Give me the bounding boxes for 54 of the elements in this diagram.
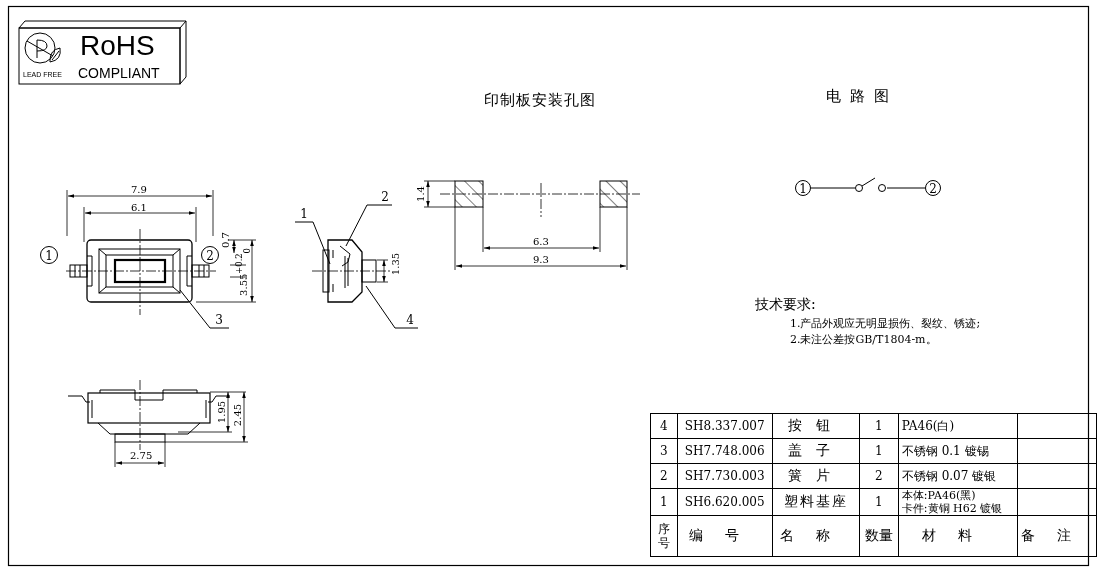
dimension-value: 6.3 xyxy=(533,237,549,247)
material-text: PA46(白) xyxy=(901,417,956,435)
callout-number: 3 xyxy=(213,314,225,327)
note-text: 2.未注公差按GB/T1804-m。 xyxy=(790,334,937,345)
part-name: 塑料基座 xyxy=(782,493,849,511)
dimension-value: 0.7 xyxy=(221,232,231,248)
note-heading: 技术要求: xyxy=(755,297,816,311)
material-text: 卡件:黄铜 H62 镀银 xyxy=(901,502,1004,515)
view-title: 电路图 xyxy=(826,89,898,104)
column-header: 名称 xyxy=(778,527,853,545)
material-text: 不锈钢 0.1 镀锡 xyxy=(901,442,990,460)
dimension-value: 1.95 xyxy=(217,400,227,424)
rohs-text: RoHS xyxy=(80,32,155,60)
leader-line xyxy=(345,204,393,247)
dimension-value: 9.3 xyxy=(533,255,549,265)
connection-line xyxy=(886,187,926,189)
callout-number: 4 xyxy=(404,314,416,327)
quantity: 1 xyxy=(873,495,884,509)
column-header: 编号 xyxy=(687,527,762,545)
part-number: SH7.730.003 xyxy=(683,469,766,483)
dimension-value: 6.1 xyxy=(131,203,147,213)
part-number: SH6.620.005 xyxy=(683,495,766,509)
dimension-value: 1.4 xyxy=(416,186,426,202)
part-name: 按钮 xyxy=(786,417,845,435)
part-number: SH7.748.006 xyxy=(683,444,766,458)
part-name: 簧片 xyxy=(786,467,845,485)
dimension-value: 7.9 xyxy=(131,185,147,195)
dimension-value: 2.45 xyxy=(233,403,243,427)
column-header: 备注 xyxy=(1020,527,1093,545)
compliant-text: COMPLIANT xyxy=(78,66,160,80)
connection-line xyxy=(810,187,856,189)
quantity: 2 xyxy=(873,469,884,483)
dimension-value: 2.75 xyxy=(130,451,153,461)
item-number: 1 xyxy=(658,495,669,509)
view-title: 印制板安装孔图 xyxy=(484,93,596,108)
item-number: 4 xyxy=(658,419,669,433)
callout-number: 1 xyxy=(298,208,310,221)
quantity: 1 xyxy=(873,444,884,458)
column-header: 材料 xyxy=(920,527,995,545)
note-text: 1.产品外观应无明显损伤、裂纹、锈迹; xyxy=(790,318,981,329)
item-number: 2 xyxy=(658,469,669,483)
part-name: 盖子 xyxy=(786,442,845,460)
part-number: SH8.337.007 xyxy=(683,419,766,433)
leader-line xyxy=(365,285,419,329)
item-number: 3 xyxy=(658,444,669,458)
callout-number: 2 xyxy=(379,191,391,204)
dimension-value: 1.35 xyxy=(391,252,401,276)
leader-line xyxy=(179,289,230,329)
quantity: 1 xyxy=(873,419,884,433)
switch-symbol xyxy=(855,176,887,194)
column-header: 数量 xyxy=(863,527,894,545)
material-text: 本体:PA46(黑) xyxy=(901,489,977,502)
material-text: 不锈钢 0.07 镀银 xyxy=(901,467,998,485)
column-header: 序号 xyxy=(656,522,671,550)
